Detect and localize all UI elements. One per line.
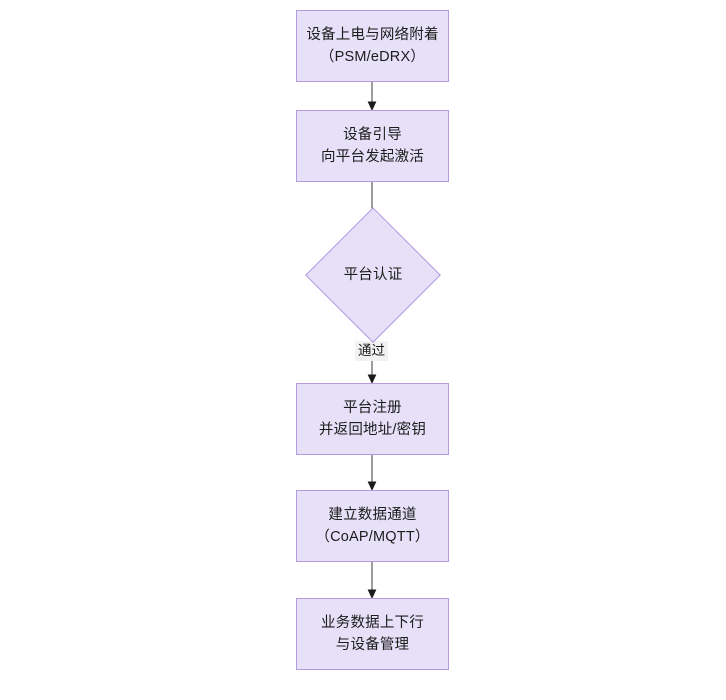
node-device-bootstrap[interactable]: 设备引导 向平台发起激活	[296, 110, 449, 182]
node-business-data-and-device-mgmt[interactable]: 业务数据上下行 与设备管理	[296, 598, 449, 670]
connector-n5-n6	[362, 560, 382, 602]
node-device-power-on[interactable]: 设备上电与网络附着 （PSM/eDRX）	[296, 10, 449, 82]
node-label-device-bootstrap: 设备引导 向平台发起激活	[321, 126, 424, 165]
node-label-establish-data-channel: 建立数据通道 （CoAP/MQTT）	[315, 506, 430, 545]
edge-label-pass: 通过	[355, 341, 388, 361]
node-label-business-data-and-device-mgmt: 业务数据上下行 与设备管理	[321, 614, 424, 653]
connector-n4-n5	[362, 453, 382, 494]
node-establish-data-channel[interactable]: 建立数据通道 （CoAP/MQTT）	[296, 490, 449, 562]
node-platform-register[interactable]: 平台注册 并返回地址/密钥	[296, 383, 449, 455]
connector-n1-n2	[362, 80, 382, 114]
node-label-platform-auth: 平台认证	[343, 266, 403, 283]
node-label-device-power-on: 设备上电与网络附着 （PSM/eDRX）	[306, 26, 439, 65]
node-label-platform-register: 平台注册 并返回地址/密钥	[318, 399, 427, 438]
node-platform-auth-decision[interactable]: 平台认证	[305, 207, 441, 343]
